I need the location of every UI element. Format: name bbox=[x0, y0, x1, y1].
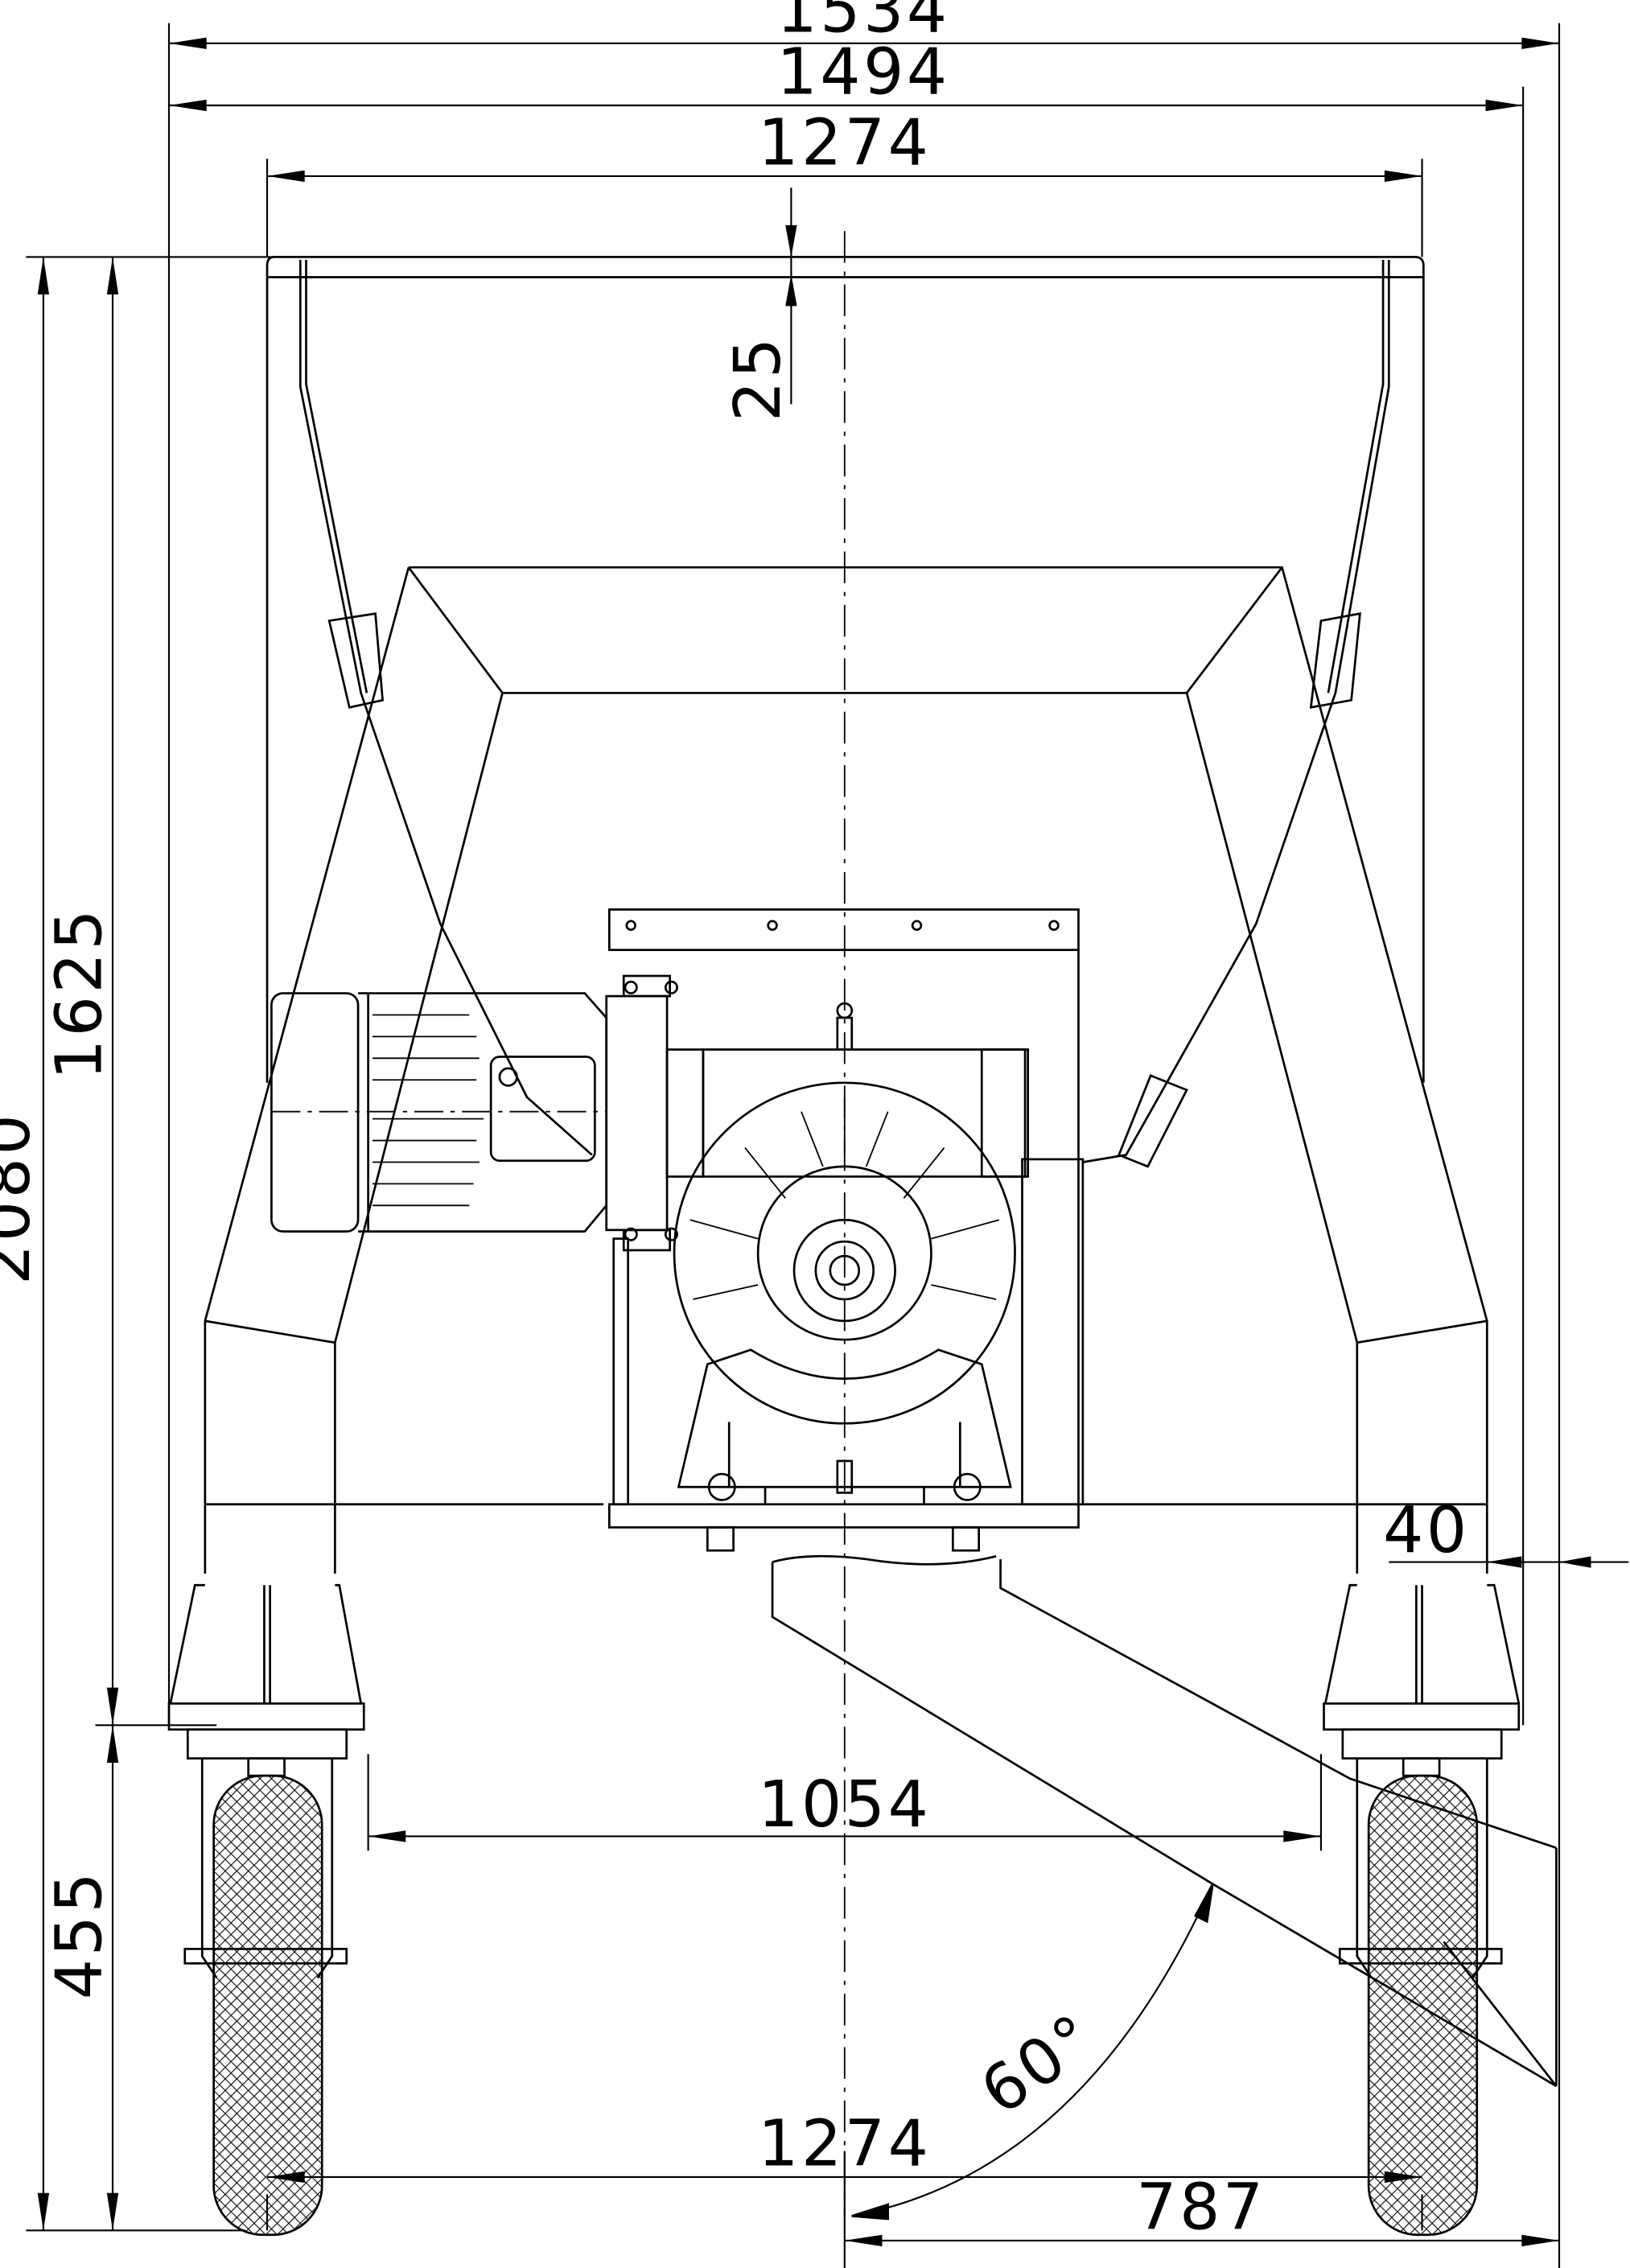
gearbox bbox=[607, 908, 1085, 1552]
dim-angle: 60° bbox=[968, 1999, 1109, 2130]
dim-overall-width: 1534 bbox=[776, 0, 949, 47]
dim-offset-right: 787 bbox=[1136, 2171, 1266, 2245]
front-frame bbox=[167, 566, 1521, 1731]
dim-wheel-track: 1274 bbox=[758, 2107, 931, 2181]
left-wheel bbox=[183, 1728, 348, 2237]
dim-height-upper: 1625 bbox=[43, 907, 117, 1080]
right-wheel bbox=[1338, 1728, 1503, 2237]
dim-top-edge: 25 bbox=[721, 335, 795, 422]
hopper-outline bbox=[265, 256, 1425, 1168]
drawing-geometry bbox=[26, 23, 1629, 2268]
electric-motor bbox=[270, 974, 678, 1252]
dim-frame-width: 1494 bbox=[776, 35, 949, 109]
dim-wheel-height: 455 bbox=[43, 1870, 117, 1999]
dim-foot-offset: 40 bbox=[1383, 1493, 1470, 1567]
dimension-labels: 1534 1494 1274 25 1625 2080 40 1054 60° … bbox=[0, 0, 1470, 2245]
dim-hopper-width: 1274 bbox=[758, 106, 931, 180]
dim-total-height: 2080 bbox=[0, 1112, 44, 1285]
dim-inner-wheel-span: 1054 bbox=[758, 1768, 931, 1842]
